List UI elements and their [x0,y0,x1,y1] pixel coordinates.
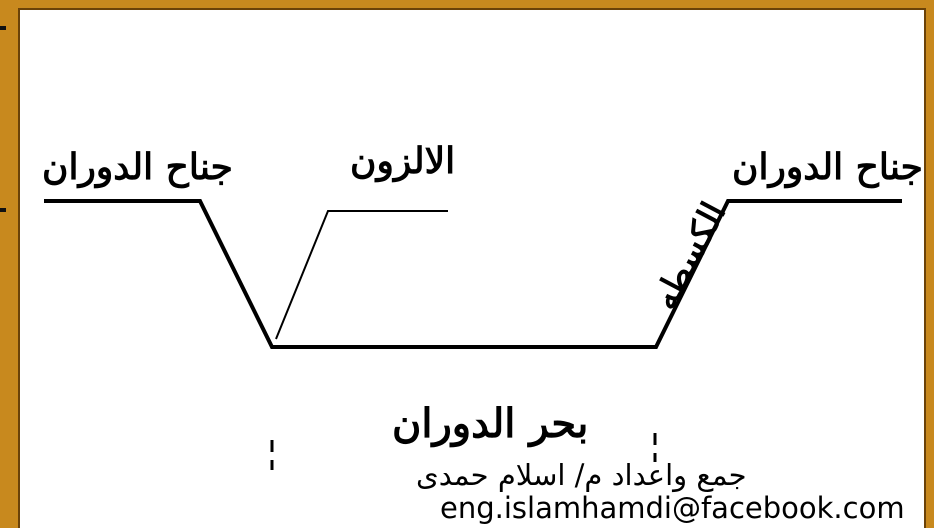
dike-profile-line [44,199,902,349]
author-email: eng.islamhamdi@facebook.com [440,491,905,525]
alzon-pointer-line [275,210,448,340]
frame-marker-top [0,26,6,30]
frame-marker-middle [0,208,6,212]
author-credit: جمع واعداد م/ اسلام حمدى [416,458,747,492]
label-alzon: الالزون [350,140,456,182]
label-wing-left: جناح الدوران [42,146,233,188]
label-sea: بحر الدوران [392,400,589,447]
label-wing-right: جناح الدوران [732,146,923,188]
picture-frame-inner-border [18,8,926,528]
